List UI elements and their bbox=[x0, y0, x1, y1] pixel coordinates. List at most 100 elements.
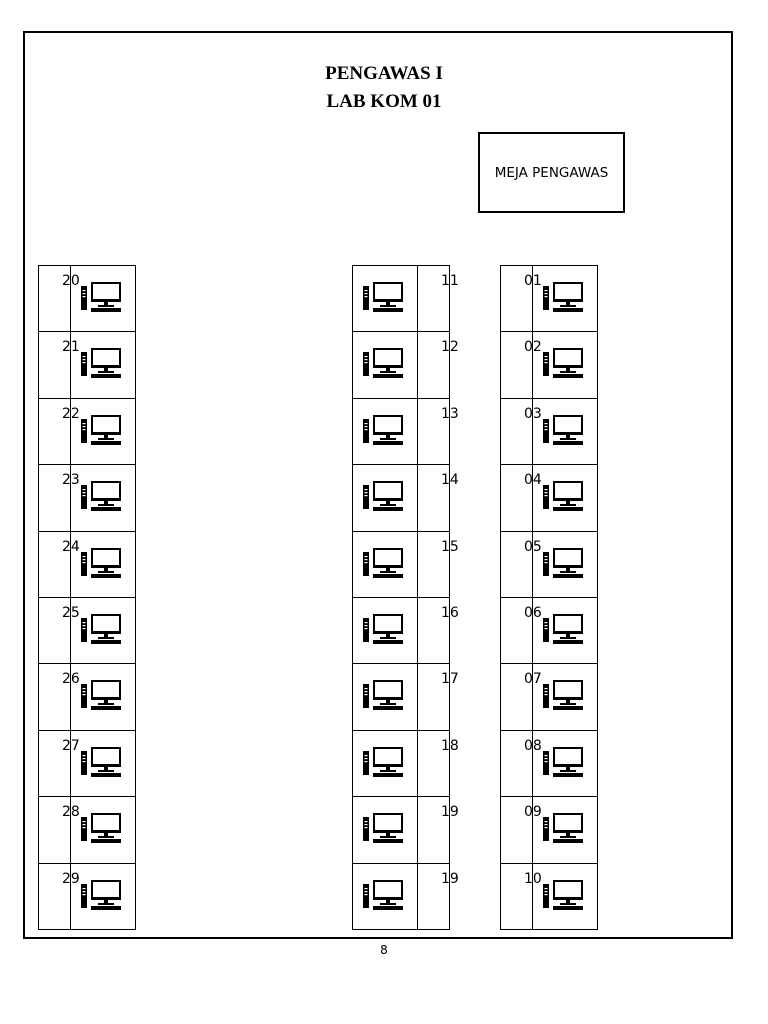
desktop-computer-icon bbox=[543, 347, 585, 379]
seat-computer-box bbox=[532, 331, 598, 399]
seat-computer-box bbox=[70, 331, 136, 399]
seat-computer-box bbox=[70, 796, 136, 864]
desktop-computer-icon bbox=[81, 347, 123, 379]
seat-number: 07 bbox=[524, 671, 542, 688]
desktop-computer-icon bbox=[543, 547, 585, 579]
seat-computer-box bbox=[532, 729, 598, 798]
seat-number: 13 bbox=[441, 405, 459, 422]
desktop-computer-icon bbox=[543, 812, 585, 844]
supervisor-desk: MEJA PENGAWAS bbox=[478, 132, 625, 213]
seat-computer-box bbox=[70, 729, 136, 798]
seat-computer-box bbox=[70, 464, 136, 532]
seat-computer-box bbox=[352, 397, 418, 466]
seat-side-box bbox=[417, 862, 450, 930]
desktop-computer-icon bbox=[543, 679, 585, 711]
page-title: PENGAWAS I bbox=[325, 63, 443, 84]
seat-number: 05 bbox=[524, 538, 542, 555]
page-subtitle: LAB KOM 01 bbox=[326, 91, 442, 112]
seat-number: 06 bbox=[524, 605, 542, 621]
desktop-computer-icon bbox=[81, 812, 123, 844]
desktop-computer-icon bbox=[81, 879, 123, 911]
seat-side-box bbox=[500, 862, 533, 930]
seat-computer-box bbox=[352, 530, 418, 598]
seat-computer-box bbox=[352, 663, 418, 731]
seat-side-box bbox=[417, 663, 450, 731]
desktop-computer-icon bbox=[543, 746, 585, 778]
seat-computer-box bbox=[532, 464, 598, 532]
seat-computer-box bbox=[70, 862, 136, 930]
seat-computer-box bbox=[532, 862, 598, 930]
supervisor-desk-label: MEJA PENGAWAS bbox=[494, 164, 609, 181]
desktop-computer-icon bbox=[543, 879, 585, 911]
desktop-computer-icon bbox=[81, 480, 123, 512]
seat-computer-box bbox=[70, 530, 136, 598]
seat-computer-box bbox=[532, 397, 598, 466]
seat-number: 20 bbox=[62, 273, 80, 289]
seat-number: 11 bbox=[441, 273, 459, 289]
desktop-computer-icon bbox=[363, 746, 405, 778]
seat-computer-box bbox=[352, 464, 418, 532]
desktop-computer-icon bbox=[363, 414, 405, 446]
seat-computer-box bbox=[352, 265, 418, 333]
page-number: 8 bbox=[380, 943, 388, 957]
desktop-computer-icon bbox=[363, 281, 405, 313]
page-frame bbox=[23, 31, 733, 939]
seat-computer-box bbox=[532, 530, 598, 598]
seat-side-box bbox=[38, 331, 71, 399]
desktop-computer-icon bbox=[363, 547, 405, 579]
seat-number: 19 bbox=[441, 870, 459, 887]
seat-side-box bbox=[417, 331, 450, 399]
seat-side-box bbox=[500, 331, 533, 399]
seat-number: 04 bbox=[524, 472, 542, 489]
desktop-computer-icon bbox=[543, 414, 585, 446]
seat-side-box bbox=[500, 464, 533, 532]
seat-computer-box bbox=[532, 796, 598, 864]
desktop-computer-icon bbox=[363, 879, 405, 911]
seat-number: 27 bbox=[62, 737, 80, 754]
seat-number: 21 bbox=[62, 339, 80, 356]
desktop-computer-icon bbox=[363, 679, 405, 711]
seat-number: 03 bbox=[524, 405, 542, 422]
seat-number: 25 bbox=[62, 605, 80, 621]
seat-number: 18 bbox=[441, 737, 459, 754]
desktop-computer-icon bbox=[543, 613, 585, 645]
desktop-computer-icon bbox=[363, 480, 405, 512]
desktop-computer-icon bbox=[543, 281, 585, 313]
seat-side-box bbox=[38, 663, 71, 731]
seat-computer-box bbox=[352, 796, 418, 864]
seat-number: 09 bbox=[524, 804, 542, 821]
seat-number: 02 bbox=[524, 339, 542, 356]
seat-number: 16 bbox=[441, 605, 459, 621]
seat-number: 14 bbox=[441, 472, 459, 489]
seat-computer-box bbox=[352, 729, 418, 798]
seat-number: 22 bbox=[62, 405, 80, 422]
seat-number: 12 bbox=[441, 339, 459, 356]
desktop-computer-icon bbox=[81, 547, 123, 579]
seat-computer-box bbox=[70, 265, 136, 333]
desktop-computer-icon bbox=[81, 746, 123, 778]
seat-number: 15 bbox=[441, 538, 459, 555]
desktop-computer-icon bbox=[363, 812, 405, 844]
seat-computer-box bbox=[352, 597, 418, 665]
seat-number: 28 bbox=[62, 804, 80, 821]
desktop-computer-icon bbox=[81, 679, 123, 711]
desktop-computer-icon bbox=[543, 480, 585, 512]
seat-number: 24 bbox=[62, 538, 80, 555]
seat-side-box bbox=[38, 397, 71, 466]
seat-computer-box bbox=[70, 397, 136, 466]
desktop-computer-icon bbox=[81, 613, 123, 645]
seat-computer-box bbox=[352, 862, 418, 930]
seat-computer-box bbox=[70, 663, 136, 731]
seat-side-box bbox=[38, 729, 71, 798]
seat-number: 17 bbox=[441, 671, 459, 688]
desktop-computer-icon bbox=[81, 281, 123, 313]
seat-computer-box bbox=[532, 663, 598, 731]
seat-number: 19 bbox=[441, 804, 459, 821]
seat-number: 26 bbox=[62, 671, 80, 688]
seat-computer-box bbox=[532, 265, 598, 333]
seat-number: 29 bbox=[62, 870, 80, 887]
seat-side-box bbox=[500, 265, 533, 333]
seat-number: 08 bbox=[524, 737, 542, 754]
desktop-computer-icon bbox=[81, 414, 123, 446]
seat-side-box bbox=[38, 464, 71, 532]
